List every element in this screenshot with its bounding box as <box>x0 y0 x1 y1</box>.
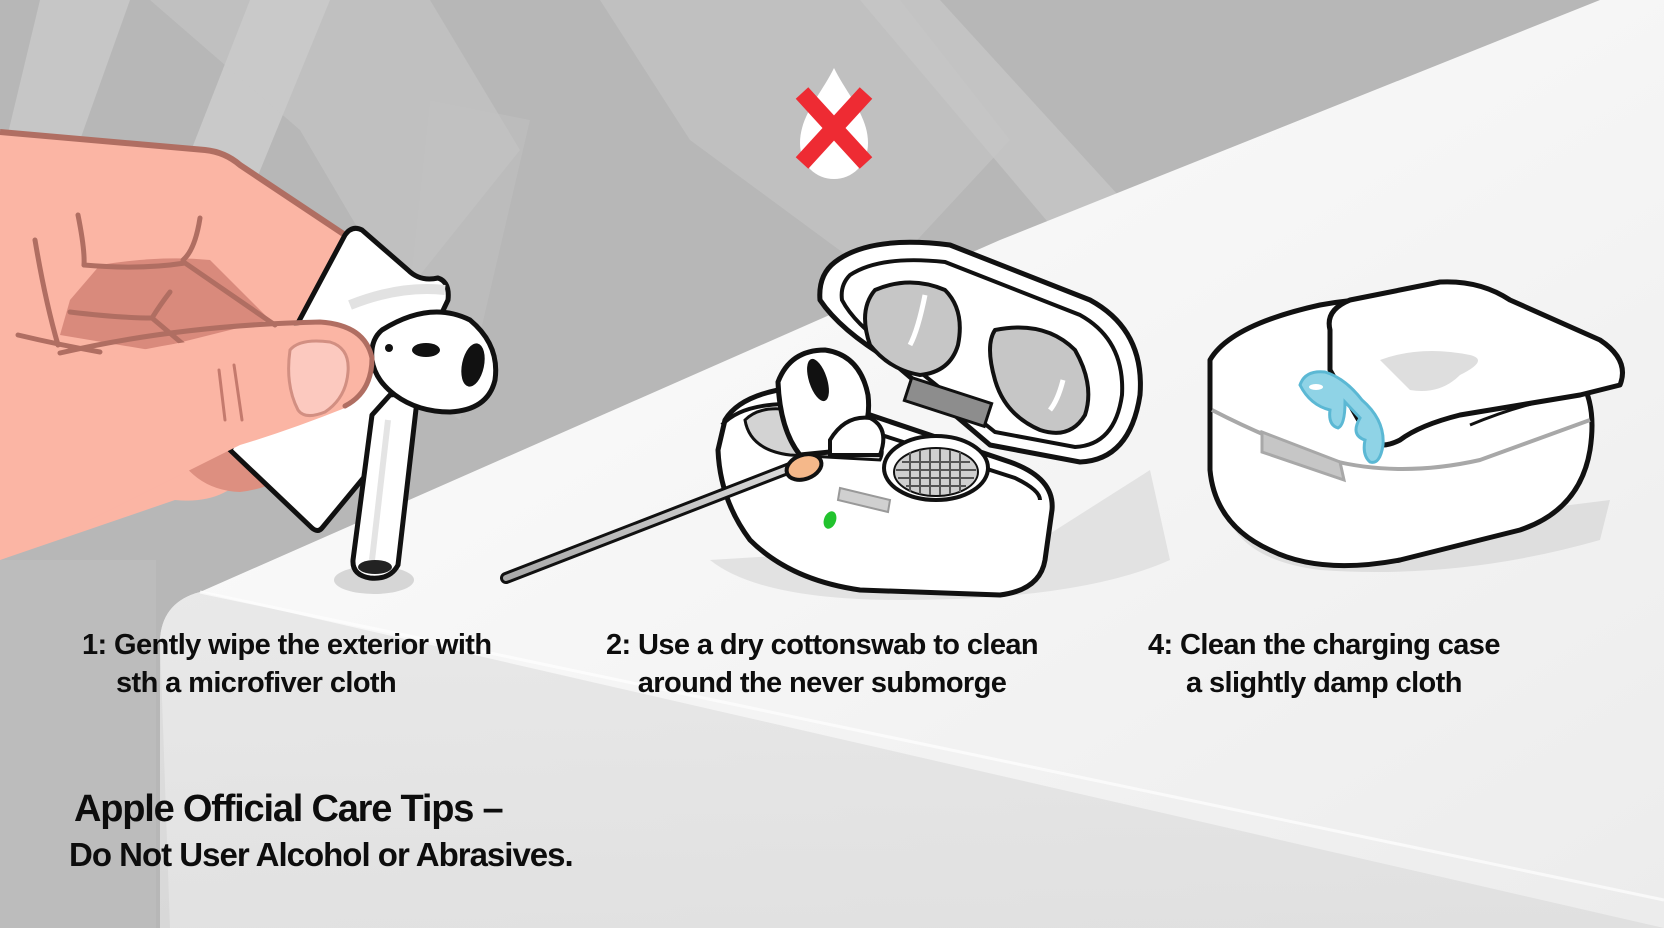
step-2-scene <box>500 239 1170 600</box>
mesh-grille <box>893 447 979 497</box>
cross-icon <box>795 87 873 169</box>
case-lid <box>817 239 1143 465</box>
footer-title: Apple Official Care Tips – <box>74 788 504 830</box>
step-1-scene <box>0 129 499 594</box>
step-2-caption-line-2: around the never submorge <box>637 667 1007 699</box>
step-1-caption: 1: Gently wipe the exterior with sth a m… <box>82 626 492 702</box>
status-light <box>823 511 837 529</box>
step-4-caption: 4: Clean the charging case a slightly da… <box>1148 626 1500 702</box>
step-1-caption-line-1: 1: Gently wipe the exterior with <box>82 629 492 661</box>
footer-subtitle: Do Not User Alcohol or Abrasives. <box>69 836 574 873</box>
step-2-caption-line-1: 2: Use a dry cottonswab to clean <box>606 629 1039 661</box>
cotton-swab <box>500 452 824 584</box>
step-4-caption-line-1: 4: Clean the charging case <box>1148 629 1500 661</box>
step-4-scene <box>1207 279 1625 572</box>
water-drip <box>1298 370 1385 464</box>
case-base <box>715 347 1055 598</box>
step-2-caption: 2: Use a dry cottonswab to clean around … <box>606 626 1039 702</box>
step-4-caption-line-2: a slightly damp cloth <box>1186 667 1462 699</box>
no-liquid-icon <box>795 68 873 179</box>
step-1-caption-line-2: sth a microfiver cloth <box>116 667 397 699</box>
